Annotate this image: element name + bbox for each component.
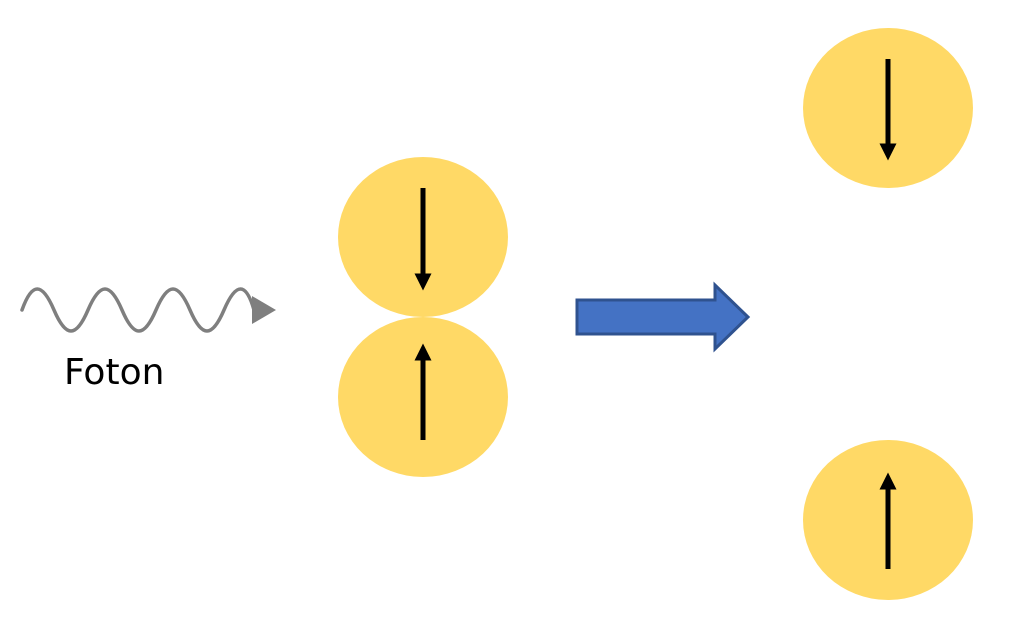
separated-particles [803,28,973,600]
photon-wave-icon [20,287,276,333]
photon-label: Foton [64,352,164,393]
process-arrow-icon [575,281,751,353]
photon-wave-line [20,287,256,333]
photon-arrowhead [252,296,276,324]
bound-pair [338,157,508,477]
